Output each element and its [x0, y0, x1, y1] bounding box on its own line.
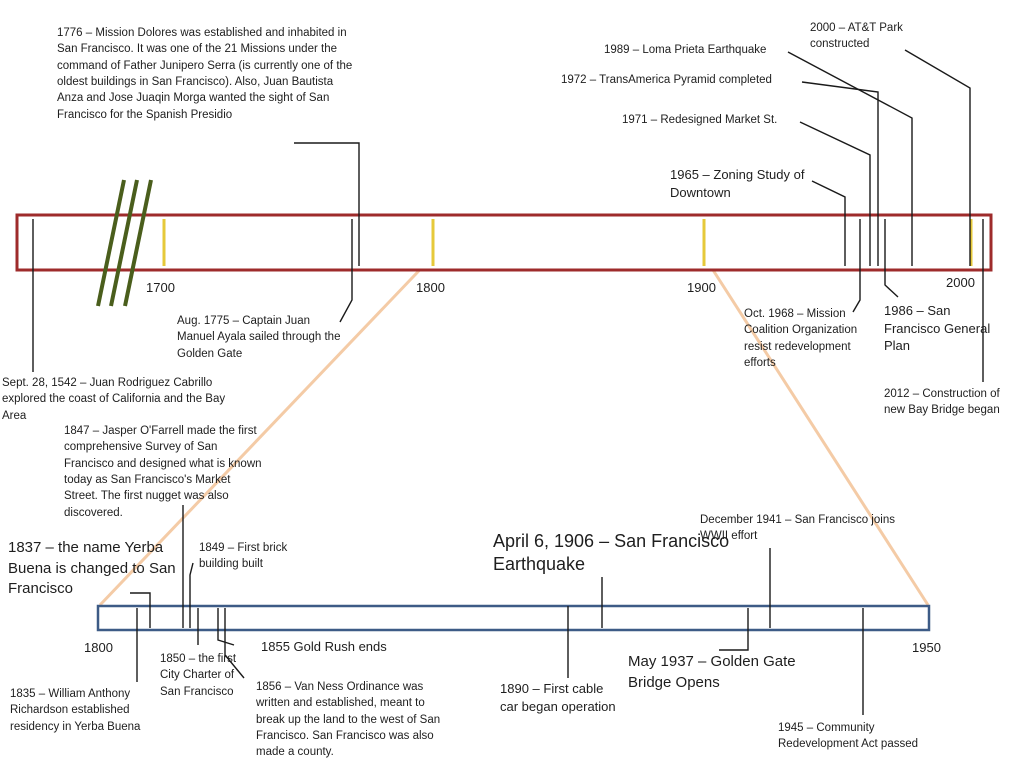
scale-break-marks	[96, 179, 153, 307]
event-1775: Aug. 1775 – Captain Juan Manuel Ayala sa…	[177, 315, 341, 360]
event-1906: April 6, 1906 – San Francisco Earthquake	[493, 531, 730, 575]
leader-1855	[217, 608, 235, 646]
event-1965: 1965 – Zoning Study of Downtown	[670, 167, 805, 200]
leader-1968	[852, 219, 861, 313]
top-tick-2000: 2000	[946, 275, 975, 290]
event-1850: 1850 – the first City Charter of San Fra…	[160, 653, 237, 698]
leader-1849	[189, 562, 194, 628]
event-1937: May 1937 – Golden Gate Bridge Opens	[628, 653, 796, 691]
event-1972: 1972 – TransAmerica Pyramid completed	[561, 74, 772, 86]
event-2000: 2000 – AT&T Park constructed	[810, 22, 903, 51]
event-1945: 1945 – Community Redevelopment Act passe…	[778, 722, 919, 751]
event-1542: Sept. 28, 1542 – Juan Rodriguez Cabrillo…	[2, 377, 226, 422]
event-1849: 1849 – First brick building built	[199, 542, 288, 571]
bottom-tick-start: 1800	[84, 640, 113, 655]
leader-1965	[811, 180, 846, 266]
leader-1971	[799, 121, 871, 266]
event-1941: December 1941 – San Francisco joins WWII…	[700, 514, 895, 543]
event-1986: 1986 – San Francisco General Plan	[884, 303, 991, 354]
top-tick-1900: 1900	[687, 280, 716, 295]
event-1855: 1855 Gold Rush ends	[261, 639, 387, 654]
top-timeline-bar	[15, 213, 993, 272]
event-1776: 1776 – Mission Dolores was established a…	[57, 27, 353, 121]
event-1971: 1971 – Redesigned Market St.	[622, 114, 778, 126]
leader-1937	[719, 608, 749, 651]
event-1968: Oct. 1968 – Mission Coalition Organizati…	[744, 308, 858, 369]
event-2012: 2012 – Construction of new Bay Bridge be…	[884, 388, 1000, 417]
bottom-timeline-bar	[96, 604, 931, 632]
event-1989: 1989 – Loma Prieta Earthquake	[604, 44, 767, 56]
event-1890: 1890 – First cable car began operation	[500, 681, 616, 714]
leader-1972	[801, 81, 879, 266]
leader-2000	[904, 49, 971, 266]
event-1856: 1856 – Van Ness Ordinance was written an…	[256, 681, 441, 759]
zoom-connector-right	[702, 255, 930, 606]
leader-1775	[339, 219, 353, 323]
event-1835: 1835 – William Anthony Richardson establ…	[10, 688, 141, 733]
event-1847: 1847 – Jasper O'Farrell made the first c…	[64, 425, 262, 519]
zoom-connector-left	[98, 254, 435, 607]
top-tick-1800: 1800	[416, 280, 445, 295]
leader-1776	[294, 142, 360, 266]
leader-1989	[787, 51, 913, 266]
leader-1837	[130, 592, 151, 628]
event-1837: 1837 – the name Yerba Buena is changed t…	[8, 539, 176, 598]
top-tick-1700: 1700	[146, 280, 175, 295]
bottom-tick-end: 1950	[912, 640, 941, 655]
leader-1986	[884, 219, 899, 298]
leader-1856	[224, 608, 245, 679]
